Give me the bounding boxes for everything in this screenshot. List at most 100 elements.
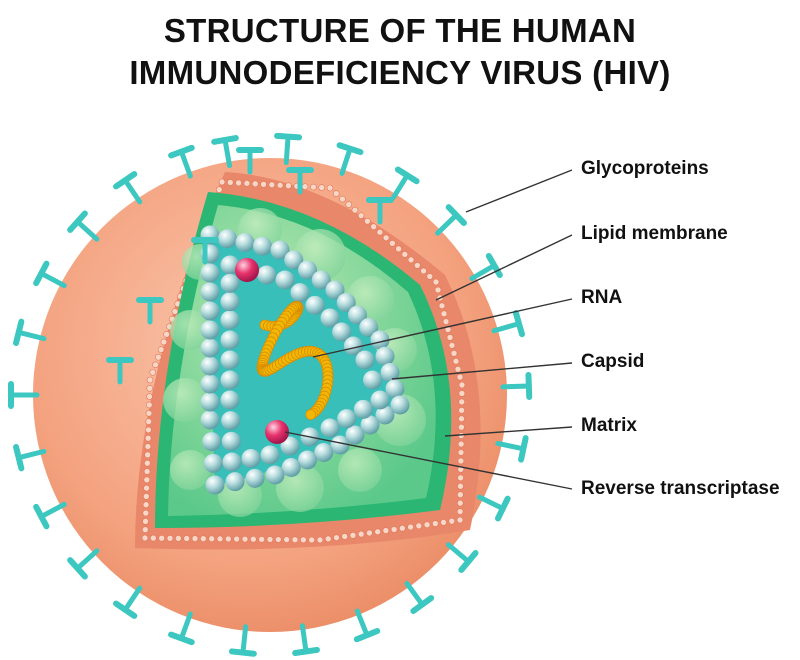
spike-head <box>292 646 320 657</box>
leader-lines <box>284 169 573 490</box>
lipid-dot <box>457 482 464 490</box>
lipid-dot <box>200 535 207 542</box>
reverse-transcriptase-molecule-1 <box>235 258 259 282</box>
lipid-dot <box>152 361 159 369</box>
rna-strand <box>256 300 334 421</box>
spike-head <box>13 443 25 472</box>
spike-stalk <box>390 172 410 200</box>
lipid-dot <box>458 390 466 397</box>
capsid-bead <box>353 399 373 419</box>
lipid-dot <box>366 529 373 537</box>
spike-stalk <box>178 611 193 641</box>
lipid-dot <box>145 426 152 434</box>
lipid-dot <box>149 369 157 376</box>
spike-head <box>353 628 381 643</box>
lipid-dot <box>458 423 465 431</box>
spike-head <box>494 495 511 522</box>
spike-head <box>274 132 303 141</box>
lipid-dot <box>171 308 179 315</box>
lipid-dot <box>145 409 153 417</box>
spike-stalk <box>75 219 100 242</box>
capsid-bead <box>225 472 245 492</box>
lipid-dot <box>395 245 402 253</box>
capsid-bead <box>221 411 241 431</box>
capsid-bead <box>385 379 405 399</box>
lipid-dot <box>454 365 462 373</box>
spike-stalk <box>122 585 143 613</box>
label-rna: RNA <box>581 287 623 308</box>
capsid-bead <box>380 363 400 382</box>
lipid-dot <box>452 357 460 365</box>
capsid-bead <box>241 449 261 468</box>
capsid-bead <box>202 432 222 452</box>
lipid-dot <box>457 457 465 465</box>
label-reverse-transcriptase: Reverse transcriptase <box>581 478 780 499</box>
lipid-dot <box>420 267 427 275</box>
lipid-dot <box>458 415 465 423</box>
spike-head <box>518 435 529 463</box>
spike-stalk <box>222 137 233 169</box>
lipid-dot <box>458 398 466 406</box>
lipid-dot <box>351 206 359 214</box>
lipid-dot <box>142 501 150 509</box>
lipid-dot <box>143 493 150 500</box>
capsid-bead <box>355 350 375 370</box>
lipid-dot <box>458 381 466 389</box>
lipid-dot <box>266 536 274 543</box>
lipid-dot <box>370 223 377 231</box>
lipid-dot <box>457 474 464 482</box>
spike-head <box>228 648 257 657</box>
lipid-dot <box>143 484 150 492</box>
lipid-dot <box>382 527 390 534</box>
capsid-bead <box>220 370 240 390</box>
lipid-dot <box>376 228 384 236</box>
lipid-dot <box>434 286 442 294</box>
lipid-dot <box>227 179 234 186</box>
capsid-bead <box>314 443 334 462</box>
lipid-dot <box>440 519 447 526</box>
spike-stalk <box>500 383 532 390</box>
capsid-bead <box>320 418 340 438</box>
lipid-dot <box>448 342 456 349</box>
spike-head <box>485 252 503 279</box>
lipid-dot <box>268 181 276 189</box>
capsid-bead <box>270 240 290 260</box>
lipid-dot <box>145 401 153 409</box>
capsid-bead <box>363 370 382 390</box>
lipid-dot <box>407 256 415 264</box>
spike-head <box>211 135 239 145</box>
capsid-bead <box>200 374 220 394</box>
capsid-bead <box>205 475 225 495</box>
lipid-dot <box>440 310 448 317</box>
lipid-dot <box>142 518 149 525</box>
title-line-1: STRUCTURE OF THE HUMAN <box>163 12 637 49</box>
lipid-dot <box>413 262 421 269</box>
lipid-dot <box>241 535 249 543</box>
spike-stalk <box>122 177 143 205</box>
lipid-dot <box>456 499 464 507</box>
leader-rna <box>312 298 573 358</box>
lipid-dot <box>218 178 226 186</box>
lipid-dot <box>457 449 465 456</box>
interior-globule <box>170 450 210 490</box>
lipid-dot <box>260 181 267 188</box>
glycoprotein-spikes <box>8 132 533 657</box>
spike-stalk <box>491 321 522 334</box>
capsid-bead <box>332 322 352 342</box>
interior-globule <box>170 310 210 350</box>
spike-head <box>168 144 195 159</box>
lipid-dot <box>310 183 317 191</box>
rna-coil <box>305 409 317 421</box>
capsid-bead <box>298 260 317 280</box>
spike-head <box>525 371 533 400</box>
capsid-bead <box>218 229 237 249</box>
lipid-dot <box>333 534 340 541</box>
lipid-dot <box>183 535 190 542</box>
lipid-dot <box>144 434 152 442</box>
lipid-dot <box>235 179 242 187</box>
interior-globule <box>338 448 382 492</box>
lipid-dot <box>456 373 464 381</box>
lipid-dot <box>175 535 182 542</box>
leader-reverse-transcriptase <box>284 431 573 490</box>
capsid-bead <box>203 453 223 473</box>
